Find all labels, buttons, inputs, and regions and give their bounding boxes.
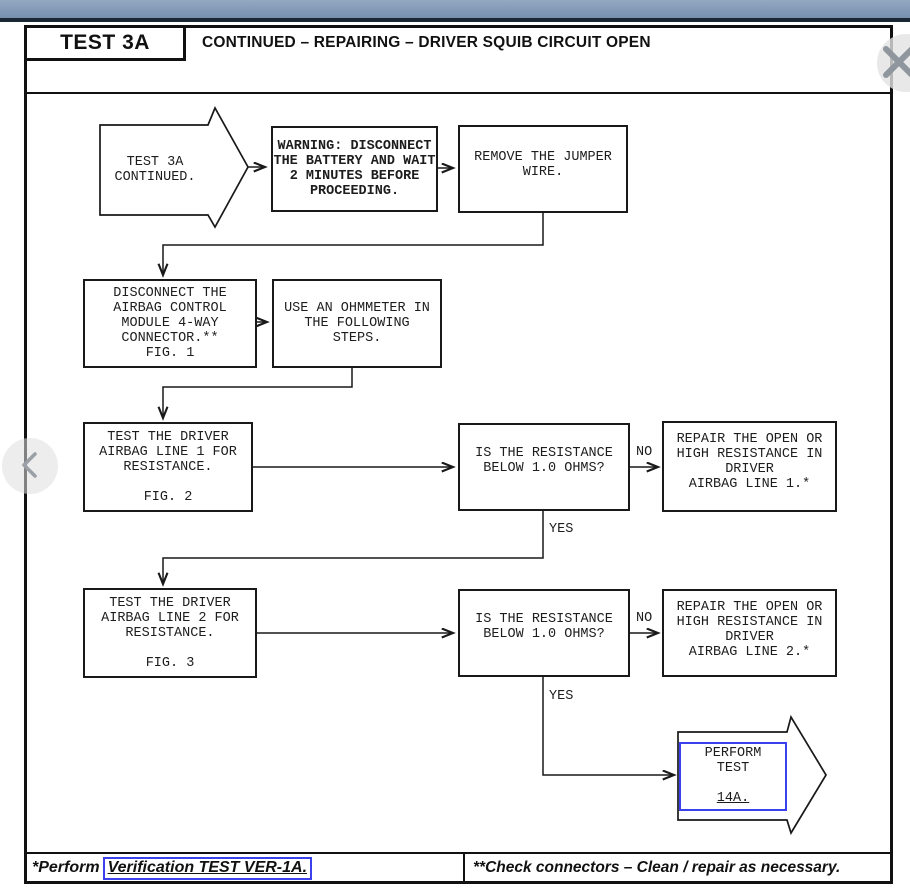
- node-decision-resistance-1: IS THE RESISTANCE BELOW 1.0 OHMS?: [458, 423, 630, 511]
- perform-test-14a-link[interactable]: PERFORM TEST 14A.: [679, 741, 787, 811]
- start-arrow-shape: [99, 106, 249, 229]
- previous-image-button[interactable]: [2, 438, 58, 494]
- close-button[interactable]: [877, 34, 910, 92]
- test-id-label: TEST 3A: [60, 31, 150, 54]
- footer-column-divider: [463, 852, 465, 884]
- footnote-check-connectors: **Check connectors – Clean / repair as n…: [473, 859, 841, 876]
- footer-divider-line: [24, 852, 893, 854]
- perform-test-line1: PERFORM TEST: [704, 745, 762, 776]
- node-warning-disconnect-battery: WARNING: DISCONNECT THE BATTERY AND WAIT…: [271, 126, 438, 212]
- node-test-airbag-line2: TEST THE DRIVER AIRBAG LINE 2 FOR RESIST…: [83, 588, 257, 678]
- node-remove-jumper-wire: REMOVE THE JUMPER WIRE.: [458, 125, 628, 213]
- node-test-3a-continued: TEST 3A CONTINUED.: [114, 155, 196, 185]
- yes-label-2: YES: [549, 689, 574, 704]
- yes-label-1: YES: [549, 522, 574, 537]
- node-disconnect-airbag-control-module: DISCONNECT THE AIRBAG CONTROL MODULE 4-W…: [83, 279, 257, 368]
- node-use-ohmmeter: USE AN OHMMETER IN THE FOLLOWING STEPS.: [272, 279, 442, 368]
- header-divider: [24, 92, 893, 94]
- node-repair-airbag-line2: REPAIR THE OPEN OR HIGH RESISTANCE IN DR…: [662, 589, 837, 677]
- node-perform-test-14a: PERFORM TEST 14A.: [679, 733, 787, 819]
- perform-test-arrow-shape: [677, 714, 827, 836]
- chevron-left-icon: [15, 448, 45, 485]
- node-repair-airbag-line1: REPAIR THE OPEN OR HIGH RESISTANCE IN DR…: [662, 421, 837, 512]
- page-title: CONTINUED – REPAIRING – DRIVER SQUIB CIR…: [202, 34, 651, 51]
- footnote-prefix: *Perform: [32, 859, 100, 876]
- verification-ver-1a-link[interactable]: Verification TEST VER-1A.: [102, 857, 313, 880]
- perform-test-line2: 14A.: [716, 790, 750, 806]
- node-test-airbag-line1: TEST THE DRIVER AIRBAG LINE 1 FOR RESIST…: [83, 422, 253, 512]
- topbar-edge: [0, 18, 910, 22]
- browser-topbar: [0, 0, 910, 18]
- test-id-box: TEST 3A: [24, 25, 186, 61]
- close-icon: [881, 44, 910, 83]
- node-decision-resistance-2: IS THE RESISTANCE BELOW 1.0 OHMS?: [458, 589, 630, 677]
- no-label-2: NO: [636, 611, 653, 626]
- no-label-1: NO: [636, 445, 653, 460]
